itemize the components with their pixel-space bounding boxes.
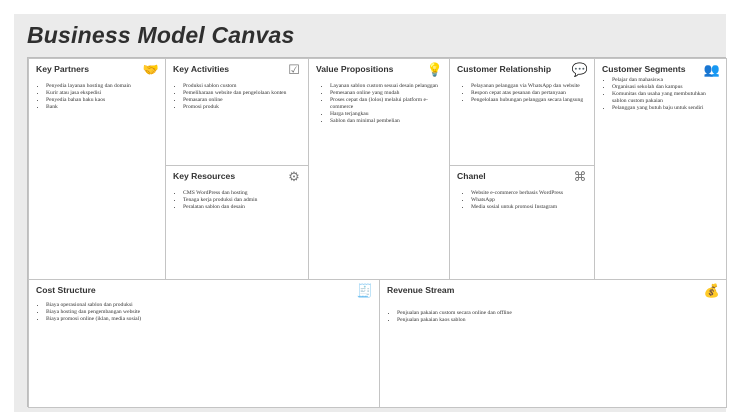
list-item: Website e-commerce berbasis WordPress bbox=[471, 190, 588, 197]
list-item: Penyedia bahan baku kaos bbox=[46, 97, 159, 104]
revenue-stream-title: Revenue Stream bbox=[387, 285, 455, 295]
list-item: Pemasaran online bbox=[183, 97, 302, 104]
list-item: Penyedia layanan hosting dan domain bbox=[46, 83, 159, 90]
users-icon: 👥 bbox=[703, 62, 721, 78]
cost-structure-title: Cost Structure bbox=[36, 285, 96, 295]
network-icon: ⌘ bbox=[573, 169, 587, 185]
list-item: Produksi sablon custom bbox=[183, 83, 302, 90]
moneybag-icon: 💰 bbox=[703, 283, 721, 299]
channel-list: Website e-commerce berbasis WordPress Wh… bbox=[460, 190, 588, 211]
key-activities-list: Produksi sablon custom Pemeliharaan webs… bbox=[172, 83, 302, 111]
handshake-icon: 🤝 bbox=[142, 62, 160, 78]
list-item: Pemeliharaan website dan pengelolaan kon… bbox=[183, 90, 302, 97]
list-item: Biaya hosting dan pengembangan website bbox=[46, 309, 373, 316]
cost-structure-list: Biaya operasional sablon dan produksi Bi… bbox=[35, 302, 373, 323]
checklist-icon: ☑ bbox=[288, 62, 300, 78]
customer-relationship-list: Pelayanan pelanggan via WhatsApp dan web… bbox=[460, 83, 588, 104]
list-item: Sablon dan minimal pembelian bbox=[330, 118, 443, 125]
canvas-title: Business Model Canvas bbox=[27, 22, 295, 48]
value-propositions-list: Layanan sablon custom sesuai desain pela… bbox=[319, 83, 443, 125]
channel-title: Chanel bbox=[457, 171, 486, 181]
list-item: Penjualan pakaian kaos sablon bbox=[397, 317, 720, 324]
list-item: Pemesanan online yang mudah bbox=[330, 90, 443, 97]
customer-relationship-block: Customer Relationship 💬 Pelayanan pelang… bbox=[449, 58, 595, 166]
list-item: Organisasi sekolah dan kampus bbox=[612, 84, 720, 91]
key-partners-list: Penyedia layanan hosting dan domain Kuri… bbox=[35, 83, 159, 111]
key-partners-block: Key Partners 🤝 Penyedia layanan hosting … bbox=[28, 58, 166, 280]
list-item: CMS WordPress dan hosting bbox=[183, 190, 302, 197]
key-resources-title: Key Resources bbox=[173, 171, 236, 181]
list-item: Penjualan pakaian custom secara online d… bbox=[397, 310, 720, 317]
list-item: Pelayanan pelanggan via WhatsApp dan web… bbox=[471, 83, 588, 90]
list-item: Media sosial untuk promosi Instagram bbox=[471, 204, 588, 211]
chat-icon: 💬 bbox=[571, 62, 589, 78]
receipt-icon: 🧾 bbox=[356, 283, 374, 299]
list-item: Proses cepat dan (lolos) melalui platfor… bbox=[330, 97, 443, 111]
list-item: Biaya operasional sablon dan produksi bbox=[46, 302, 373, 309]
revenue-stream-list: Penjualan pakaian custom secara online d… bbox=[386, 310, 720, 324]
customer-relationship-title: Customer Relationship bbox=[457, 64, 552, 74]
key-partners-title: Key Partners bbox=[36, 64, 90, 74]
list-item: Respon cepat atas pesanan dan pertanyaan bbox=[471, 90, 588, 97]
channel-block: Chanel ⌘ Website e-commerce berbasis Wor… bbox=[449, 165, 595, 280]
key-activities-title: Key Activities bbox=[173, 64, 230, 74]
list-item: Pelajar dan mahasiswa bbox=[612, 77, 720, 84]
value-propositions-title: Value Propositions bbox=[316, 64, 394, 74]
value-propositions-block: Value Propositions 💡 Layanan sablon cust… bbox=[308, 58, 450, 280]
list-item: Biaya promosi online (iklan, media sosia… bbox=[46, 316, 373, 323]
list-item: Kurir atau jasa ekspedisi bbox=[46, 90, 159, 97]
list-item: Harga terjangkau bbox=[330, 111, 443, 118]
list-item: Layanan sablon custom sesuai desain pela… bbox=[330, 83, 443, 90]
list-item: Promosi produk bbox=[183, 104, 302, 111]
lightbulb-icon: 💡 bbox=[426, 62, 444, 78]
business-model-canvas: Key Partners 🤝 Penyedia layanan hosting … bbox=[27, 57, 727, 408]
customer-segments-block: Customer Segments 👥 Pelajar dan mahasisw… bbox=[594, 58, 727, 280]
cost-structure-block: Cost Structure 🧾 Biaya operasional sablo… bbox=[28, 279, 380, 408]
list-item: Bank bbox=[46, 104, 159, 111]
list-item: Peralatan sablon dan desain bbox=[183, 204, 302, 211]
key-resources-list: CMS WordPress dan hosting Tenaga kerja p… bbox=[172, 190, 302, 211]
list-item: Pengelolaan hubungan pelanggan secara la… bbox=[471, 97, 588, 104]
list-item: WhatsApp bbox=[471, 197, 588, 204]
revenue-stream-block: Revenue Stream 💰 Penjualan pakaian custo… bbox=[379, 279, 727, 408]
customer-segments-title: Customer Segments bbox=[602, 64, 686, 74]
list-item: Tenaga kerja produksi dan admin bbox=[183, 197, 302, 204]
list-item: Pelanggan yang butuh baju untuk sendiri bbox=[612, 105, 720, 112]
key-resources-block: Key Resources ⚙ CMS WordPress dan hostin… bbox=[165, 165, 309, 280]
list-item: Komunitas dan usaha yang membutuhkan sab… bbox=[612, 91, 720, 105]
customer-segments-list: Pelajar dan mahasiswa Organisasi sekolah… bbox=[601, 77, 720, 112]
key-activities-block: Key Activities ☑ Produksi sablon custom … bbox=[165, 58, 309, 166]
gear-icon: ⚙ bbox=[288, 169, 300, 185]
